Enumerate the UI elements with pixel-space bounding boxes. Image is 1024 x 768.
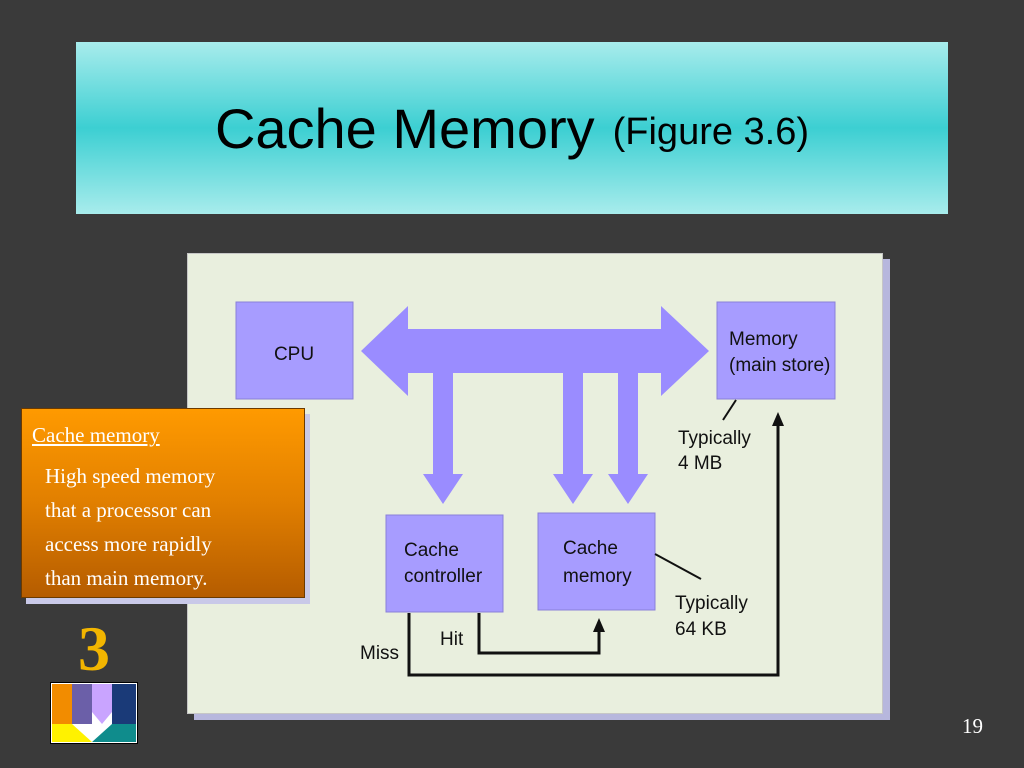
- definition-line: that a processor can: [45, 498, 212, 522]
- title-bar: Cache Memory (Figure 3.6): [76, 42, 948, 214]
- cache-memory-line1: Cache: [563, 538, 618, 559]
- arrow-to-cache-memory-1: [553, 373, 593, 504]
- memory-label-line2: (main store): [729, 355, 830, 376]
- definition-callout: Cache memory High speed memory that a pr…: [21, 408, 305, 598]
- hit-path: [477, 613, 601, 655]
- cache-size-line1: Typically: [675, 593, 748, 614]
- definition-line: access more rapidly: [45, 532, 212, 556]
- arrow-to-cache-controller: [423, 373, 463, 504]
- definition-line: than main memory.: [45, 566, 208, 590]
- cache-diagram: CPU Memory (main store) Cache controller…: [235, 301, 836, 677]
- hit-label: Hit: [440, 629, 464, 650]
- cache-controller-box: [385, 514, 504, 613]
- cache-memory-line2: memory: [563, 566, 632, 587]
- arrow-to-cache-memory-2: [608, 373, 648, 504]
- definition-line: High speed memory: [45, 464, 216, 488]
- memory-size-leader: [722, 399, 737, 421]
- slide-subtitle: (Figure 3.6): [612, 110, 810, 153]
- chapter-number: 3: [78, 613, 110, 684]
- cache-diagram-figure: CPU Memory (main store) Cache controller…: [187, 253, 883, 714]
- slide-title: Cache Memory: [214, 96, 595, 160]
- miss-label: Miss: [360, 643, 399, 664]
- cache-controller-line2: controller: [404, 566, 483, 587]
- cache-size-line2: 64 KB: [675, 619, 727, 640]
- page-number: 19: [962, 714, 983, 738]
- memory-size-line2: 4 MB: [678, 453, 722, 474]
- hit-arrowhead: [593, 618, 605, 632]
- chapter-logo-icon: [50, 682, 138, 744]
- miss-arrowhead: [772, 412, 784, 426]
- cpu-box: [235, 301, 354, 400]
- miss-path: [407, 422, 780, 677]
- memory-size-line1: Typically: [678, 428, 751, 449]
- memory-box: [716, 301, 836, 400]
- cache-size-leader: [654, 553, 702, 580]
- cache-controller-line1: Cache: [404, 540, 459, 561]
- memory-label-line1: Memory: [729, 329, 798, 350]
- bus-double-arrow: [361, 306, 709, 396]
- callout-term: Cache memory: [32, 423, 160, 447]
- cache-memory-box: [537, 512, 656, 611]
- callout-definition: High speed memory that a processor can a…: [45, 459, 297, 595]
- cpu-label: CPU: [274, 344, 314, 365]
